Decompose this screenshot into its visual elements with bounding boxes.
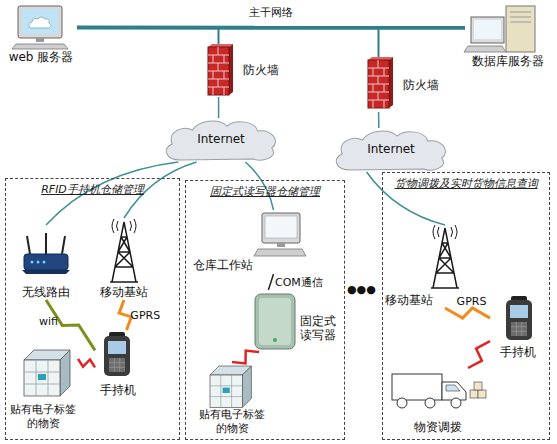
network-link bbox=[378, 112, 380, 128]
goods-icon bbox=[24, 350, 70, 396]
group-panel: 固定式读写器仓储管理仓库工作站固定式 读写器贴有电子标签 的物资 bbox=[185, 180, 345, 440]
reader-panel bbox=[259, 298, 291, 345]
monitor-body bbox=[18, 6, 62, 38]
connector-label: GPRS bbox=[130, 309, 160, 322]
goods-node: 贴有电子标签 的物资 bbox=[8, 345, 78, 437]
node-label: 无线路由 bbox=[15, 285, 77, 299]
base-station-node: 移动基站 bbox=[93, 218, 155, 300]
goods-icon bbox=[210, 366, 251, 407]
truck-wheel bbox=[397, 398, 407, 408]
internet-cloud: Internet bbox=[330, 128, 452, 172]
node-label: 手持机 bbox=[490, 345, 545, 359]
router-led bbox=[43, 261, 46, 264]
node-label: 固定式 读写器 bbox=[300, 314, 340, 342]
network-link bbox=[218, 97, 220, 118]
firewall-node: 防火墙 bbox=[203, 45, 281, 97]
connector-label: COM通信 bbox=[275, 276, 323, 289]
node-label: 移动基站 bbox=[93, 285, 155, 299]
base-station-node: 移动基站 bbox=[385, 225, 465, 308]
gprs-link bbox=[119, 300, 131, 330]
reader-node: 固定式 读写器 bbox=[250, 290, 342, 352]
firewall-node: 防火墙 bbox=[363, 58, 441, 112]
keyboard bbox=[254, 249, 306, 256]
router-body bbox=[24, 254, 68, 270]
drive-slots bbox=[510, 12, 531, 22]
server-node: 数据库服务器 bbox=[465, 2, 550, 70]
firewall-drop bbox=[219, 28, 379, 60]
node-label: 手持机 bbox=[95, 383, 140, 397]
monitor-body bbox=[262, 213, 300, 243]
node-label: 仓库工作站 bbox=[193, 258, 259, 272]
backbone-line bbox=[77, 26, 465, 30]
handheld-node: 手持机 bbox=[490, 295, 545, 361]
tower-icon bbox=[110, 219, 138, 282]
gprs-link bbox=[445, 308, 490, 318]
truck-cargo bbox=[392, 374, 442, 400]
cargo-box bbox=[478, 390, 486, 398]
monitor-screen bbox=[22, 9, 58, 34]
connector-label: wifi bbox=[39, 315, 58, 328]
truck-cab bbox=[442, 382, 466, 400]
handheld-icon bbox=[506, 296, 532, 340]
reader-body bbox=[255, 294, 295, 349]
rfid-link bbox=[468, 341, 490, 368]
truck-wheel bbox=[425, 398, 435, 408]
truck-wheel bbox=[451, 398, 461, 408]
router-base bbox=[22, 270, 70, 274]
router-led bbox=[37, 261, 40, 264]
router-antennas bbox=[27, 233, 65, 254]
screen-cloud bbox=[29, 17, 51, 28]
cargo-box bbox=[470, 390, 478, 398]
node-label: 物资调拨 bbox=[388, 420, 488, 434]
internet-cloud: Internet bbox=[160, 118, 282, 162]
monitor-body bbox=[471, 17, 504, 43]
node-label: 移动基站 bbox=[385, 293, 437, 307]
panel-heading: 货物调拨及实时货物信息查询 bbox=[387, 177, 545, 191]
server-tower bbox=[506, 6, 535, 52]
tower-icon bbox=[431, 225, 459, 288]
node-label: 贴有电子标签 的物资 bbox=[8, 403, 78, 431]
truck-window bbox=[446, 385, 460, 391]
reader-led bbox=[273, 338, 277, 342]
connector-label: GPRS bbox=[457, 295, 487, 308]
router-led bbox=[31, 261, 34, 264]
node-label: 防火墙 bbox=[243, 63, 281, 77]
panel-heading: RFID手持机仓储管理 bbox=[10, 183, 175, 197]
server-node: web 服务器 bbox=[5, 2, 77, 66]
node-label: web 服务器 bbox=[5, 50, 77, 64]
connector-label: 主干网络 bbox=[249, 5, 293, 18]
handheld-icon bbox=[104, 332, 130, 376]
cargo-box bbox=[474, 382, 482, 390]
handheld-node: 手持机 bbox=[95, 330, 140, 398]
node-label: 贴有电子标签 的物资 bbox=[192, 408, 272, 436]
node-label: Internet bbox=[160, 132, 282, 146]
firewall-icon bbox=[368, 57, 393, 108]
goods-node: 贴有电子标签 的物资 bbox=[192, 362, 272, 438]
serial-link bbox=[268, 274, 273, 290]
monitor-screen bbox=[474, 20, 501, 39]
monitor-screen bbox=[265, 216, 297, 238]
firewall-icon bbox=[208, 44, 233, 95]
keyboard bbox=[464, 46, 506, 52]
workstation-node: 仓库工作站 bbox=[193, 210, 308, 274]
rfid-link bbox=[232, 351, 259, 364]
truck-node: 物资调拨 bbox=[388, 368, 488, 438]
node-label: Internet bbox=[330, 142, 452, 156]
monitor-stand bbox=[277, 243, 285, 247]
panel-heading: 固定式读写器仓储管理 bbox=[190, 185, 340, 199]
monitor-stand bbox=[36, 38, 44, 42]
node-label: 数据库服务器 bbox=[465, 54, 550, 68]
node-label: 防火墙 bbox=[403, 78, 441, 92]
keyboard bbox=[12, 44, 68, 49]
ellipsis-mark: ●●● bbox=[347, 283, 376, 296]
router-node: 无线路由 bbox=[15, 225, 77, 300]
rfid-link bbox=[78, 359, 95, 368]
